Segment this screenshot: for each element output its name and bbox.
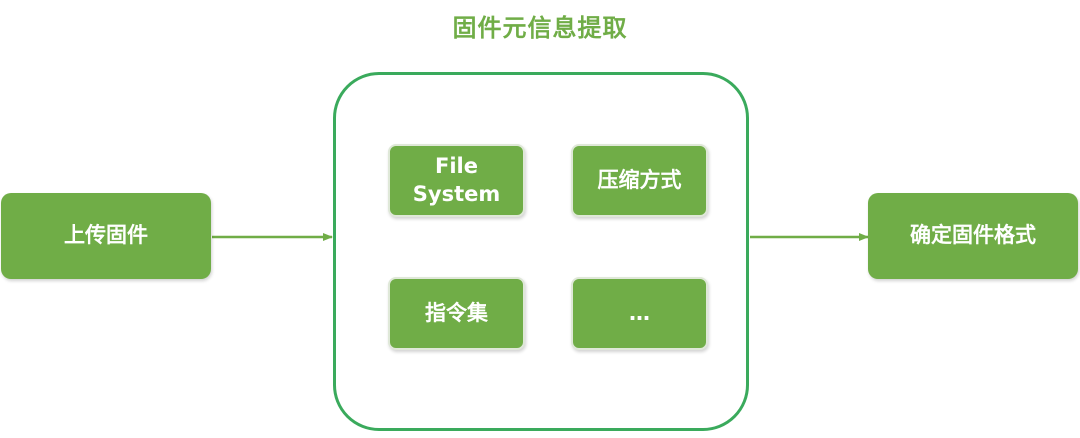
- instruction-set-node: 指令集: [388, 277, 525, 350]
- more-items-label: …: [629, 300, 650, 325]
- compression-method-label: 压缩方式: [597, 167, 682, 192]
- compression-method-node: 压缩方式: [571, 144, 708, 217]
- determine-format-label: 确定固件格式: [910, 223, 1036, 248]
- diagram-title: 固件元信息提取: [452, 14, 628, 42]
- filesystem-node: File System: [388, 144, 525, 217]
- more-items-node: …: [571, 277, 708, 350]
- metadata-extraction-container: [333, 72, 749, 431]
- filesystem-label: File System: [412, 154, 501, 206]
- instruction-set-label: 指令集: [425, 300, 488, 325]
- determine-format-node: 确定固件格式: [868, 193, 1078, 279]
- upload-firmware-label: 上传固件: [64, 223, 148, 248]
- upload-firmware-node: 上传固件: [1, 193, 211, 279]
